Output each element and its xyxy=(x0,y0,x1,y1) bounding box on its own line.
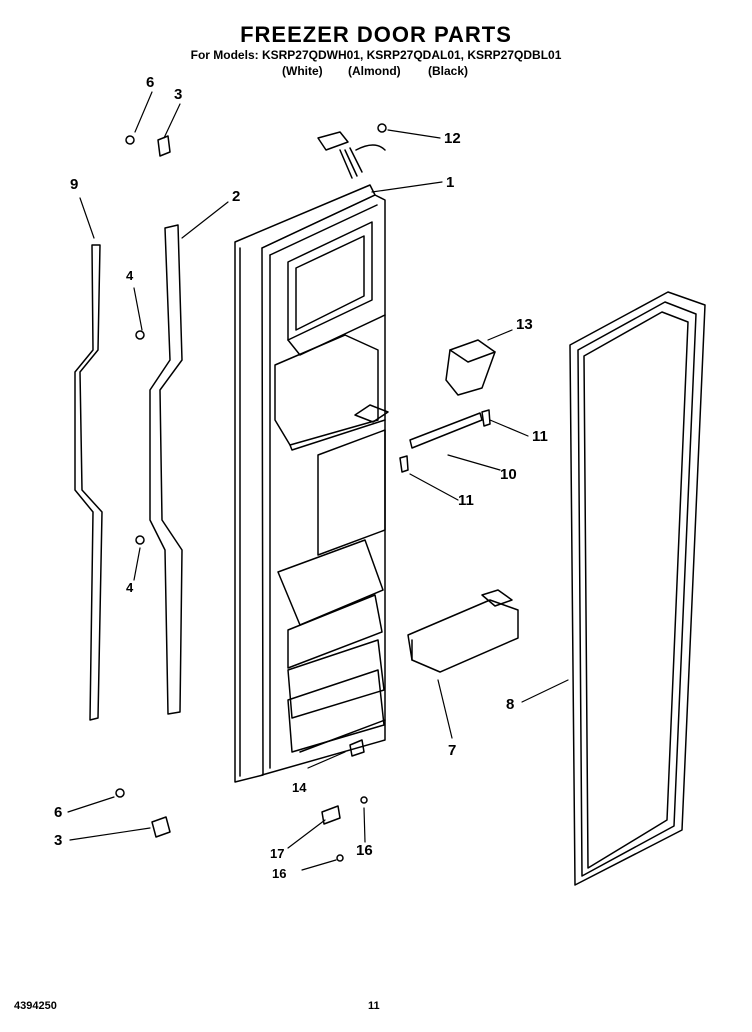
callout-9: 9 xyxy=(70,176,79,193)
callout-17: 17 xyxy=(270,846,285,861)
ice-chute xyxy=(445,339,496,396)
callout-11-right: 11 xyxy=(532,428,548,445)
callout-6-top: 6 xyxy=(146,74,155,91)
diagram-title: FREEZER DOOR PARTS xyxy=(240,22,512,47)
page-number: 11 xyxy=(368,1000,380,1012)
callout-16-left: 16 xyxy=(272,866,287,881)
door-assembly xyxy=(234,131,389,783)
callout-8: 8 xyxy=(506,696,515,713)
dispenser-rail xyxy=(399,409,491,473)
fasteners xyxy=(115,123,387,862)
callout-16-right: 16 xyxy=(356,842,373,859)
callout-6-bottom: 6 xyxy=(54,804,63,821)
color-white-label: (White) xyxy=(282,64,323,78)
trim-strip xyxy=(74,244,103,721)
door-gasket xyxy=(569,291,706,886)
callout-2: 2 xyxy=(232,188,241,205)
callout-4-lower: 4 xyxy=(126,580,134,595)
callout-11-left: 11 xyxy=(458,492,474,509)
callout-10: 10 xyxy=(500,466,517,483)
callout-3-bottom: 3 xyxy=(54,832,63,849)
callout-4-upper: 4 xyxy=(126,268,134,283)
hinge-strip xyxy=(149,224,183,715)
callout-12: 12 xyxy=(444,130,461,147)
leader-lines xyxy=(67,91,569,871)
callout-1: 1 xyxy=(446,174,455,191)
models-line: For Models: KSRP27QDWH01, KSRP27QDAL01, … xyxy=(190,48,562,62)
document-number: 4394250 xyxy=(14,1000,57,1012)
callout-3-top: 3 xyxy=(174,86,183,103)
color-almond-label: (Almond) xyxy=(348,64,401,78)
callout-13: 13 xyxy=(516,316,533,333)
door-bin xyxy=(407,589,519,673)
callout-7: 7 xyxy=(448,742,457,759)
callout-14: 14 xyxy=(292,780,307,795)
color-black-label: (Black) xyxy=(428,64,469,78)
